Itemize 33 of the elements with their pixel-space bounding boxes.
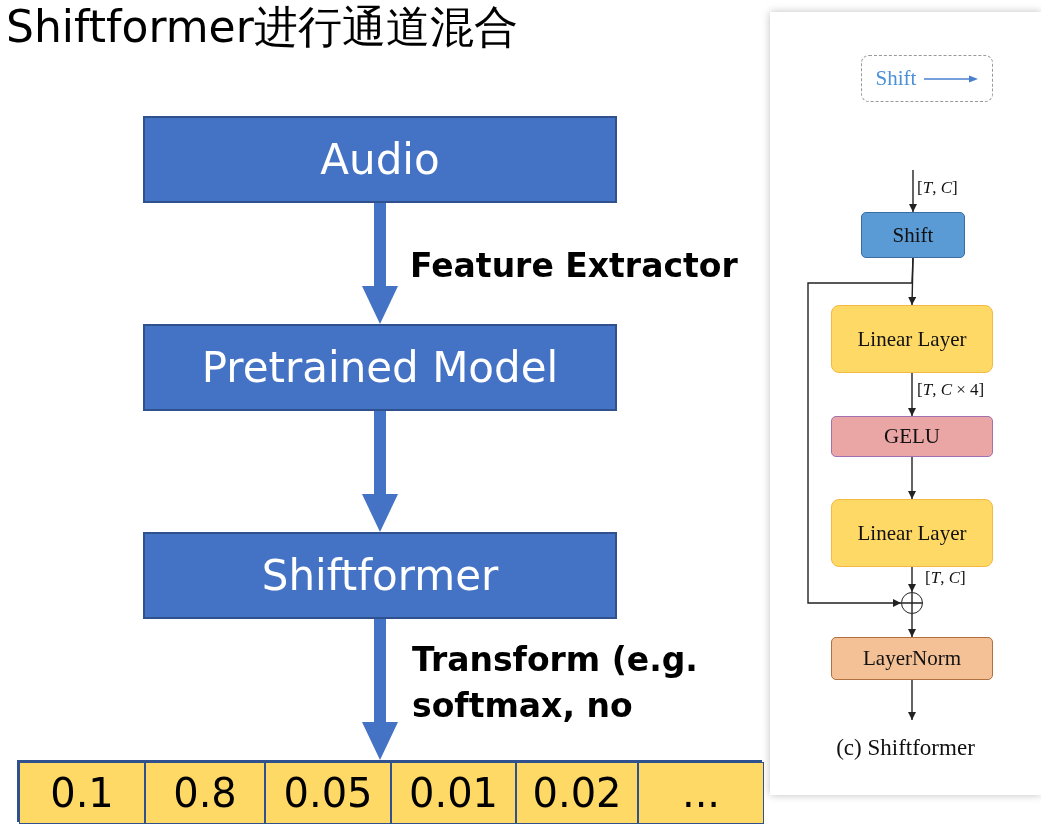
arrow: [807, 257, 914, 607]
value-cell: 0.8: [145, 762, 265, 824]
process-box: Pretrained Model: [143, 324, 617, 411]
value-cell: ...: [638, 762, 764, 824]
value-cell: 0.05: [265, 762, 391, 824]
arrow: [908, 456, 916, 500]
process-box: Shiftformer: [143, 532, 617, 619]
edge-label: [T, C × 4]: [917, 380, 985, 400]
figure-panel: [770, 12, 1041, 795]
title: Shiftformer进行通道混合: [6, 0, 518, 54]
value-cell: 0.01: [391, 762, 516, 824]
arrow: [908, 566, 916, 593]
panel-title: (c) Shiftformer: [835, 735, 976, 761]
legend-text: Shift: [875, 66, 917, 91]
arrow: [908, 679, 916, 721]
arrow: [908, 613, 916, 638]
layer-box: Linear Layer: [831, 499, 993, 567]
block-arrow: [362, 203, 398, 324]
arrow: [909, 169, 917, 213]
sum-circle: [901, 592, 923, 614]
arrow: [908, 372, 916, 417]
layer-box: LayerNorm: [831, 637, 993, 680]
vector-row: [17, 760, 762, 822]
process-box: Audio: [143, 116, 617, 203]
shift-box: Shift: [861, 212, 965, 258]
value-cell: 0.02: [516, 762, 638, 824]
value-cell: 0.1: [19, 762, 145, 824]
layer-box: GELU: [831, 416, 993, 457]
layer-box: Linear Layer: [831, 305, 993, 373]
edge-label: [T, C]: [925, 568, 966, 588]
block-arrow: [362, 411, 398, 532]
block-arrow: [362, 619, 398, 760]
edge-label: [T, C]: [917, 178, 958, 198]
